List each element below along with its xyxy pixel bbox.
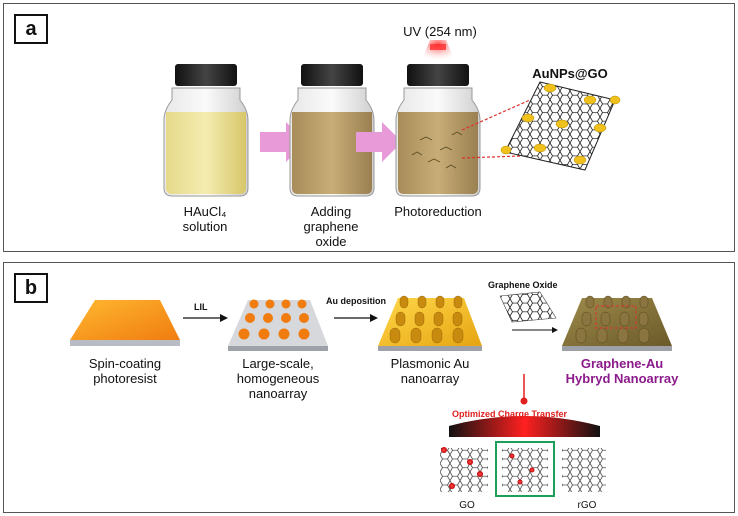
charge-transfer-bar (449, 416, 600, 437)
step-b2-line1: Large-scale, (242, 356, 314, 371)
step-b1-label: Spin-coating photoresist (75, 356, 175, 386)
aunps-go-label: AuNPs@GO (532, 66, 608, 81)
go-molecules (440, 447, 488, 492)
step-a3-line1: Photoreduction (394, 204, 482, 219)
au-deposition-label: Au deposition (326, 296, 386, 306)
vial-photoreduction (395, 64, 481, 197)
step-a3-label: Photoreduction (386, 204, 490, 219)
step-a2-label: Adding graphene oxide (286, 204, 376, 249)
uv-lamp (420, 40, 456, 64)
photoresist-slab (70, 300, 180, 346)
panel-b-tag: b (14, 273, 48, 303)
vial-hauCl4 (163, 64, 249, 197)
step-b2-line2: homogeneous (236, 371, 320, 386)
step-a2-line1: Adding (310, 204, 352, 219)
step-b3-line1: Plasmonic Au (390, 356, 470, 371)
plasmonic-au-slab (378, 295, 482, 351)
optimal-box (495, 441, 555, 497)
graphene-oxide-label: Graphene Oxide (488, 280, 558, 290)
rgo-molecules (562, 448, 606, 492)
final-line1: Graphene-Au (580, 356, 664, 371)
final-line2: Hybryd Nanoarray (565, 371, 679, 386)
step-a1-line2: solution (182, 219, 228, 234)
step-b1-line2: photoresist (93, 371, 157, 386)
vial-go (289, 64, 375, 197)
step-a2-line3: oxide (315, 234, 347, 249)
rgo-axis-label: rGO (577, 500, 597, 511)
step-a2-line2: graphene (303, 219, 359, 234)
panel-a-tag: a (14, 14, 48, 44)
uv-label: UV (254 nm) (403, 24, 477, 39)
final-label: Graphene-Au Hybryd Nanoarray (560, 356, 684, 386)
go-axis-label: GO (459, 500, 475, 511)
step-b3-label: Plasmonic Au nanoarray (380, 356, 480, 386)
mid-molecules (502, 448, 548, 492)
aunps-go-sheet (500, 81, 621, 171)
step-b1-line1: Spin-coating (88, 356, 162, 371)
graphene-au-slab (562, 295, 672, 351)
step-b2-line3: nanoarray (248, 386, 308, 401)
charge-transfer-title: Optimized Charge Transfer (452, 409, 568, 419)
step-a1-label: HAuCl₄ solution (160, 204, 250, 234)
lil-label: LIL (194, 302, 208, 312)
step-b3-line2: nanoarray (400, 371, 460, 386)
graphene-oxide-sheet (499, 291, 557, 323)
nanoarray-slab (228, 299, 328, 351)
step-a1-line1: HAuCl₄ (183, 204, 227, 219)
arrow-a2 (356, 122, 402, 162)
step-b2-label: Large-scale, homogeneous nanoarray (228, 356, 328, 401)
